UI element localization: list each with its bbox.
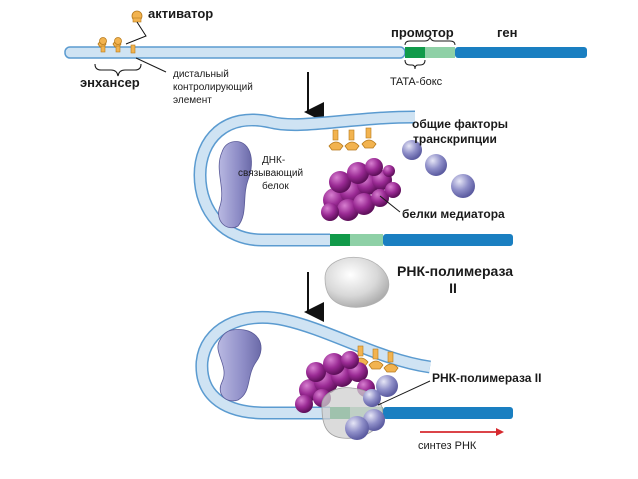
transcription-factor: [402, 140, 422, 160]
activator-icon: [328, 129, 344, 151]
activator-label: активатор: [148, 6, 213, 21]
enhancer-label: энхансер: [80, 75, 140, 90]
rna-synthesis-arrowhead: [496, 428, 504, 436]
distal-label-line2: контролирующий: [173, 82, 253, 93]
dna-binding-label-line3: белок: [262, 180, 289, 192]
gene-label: ген: [497, 25, 518, 40]
tata-label: TATA-бокс: [390, 76, 443, 88]
enhancer-activators: [97, 37, 136, 54]
distal-pointer-line: [135, 57, 167, 73]
mediator-label: белки медиатора: [402, 207, 505, 221]
transcription-factor: [376, 375, 398, 397]
general-transcription-factors: [402, 140, 475, 198]
dna-binding-protein: [217, 329, 262, 402]
activator-icon: [383, 351, 399, 373]
promoter-label: промотор: [391, 25, 454, 40]
transcription-factor: [451, 174, 475, 198]
transcription-factor: [425, 154, 447, 176]
transcription-complex: [321, 375, 398, 440]
activator-icon: [344, 129, 360, 151]
activator-icon: [368, 348, 384, 370]
mediator-complex: [321, 158, 401, 221]
rnap-pointer-line: [377, 380, 431, 406]
gtf-label-line1: общие факторы: [412, 117, 508, 131]
transcription-factor: [345, 416, 369, 440]
tata-box-segment: [405, 47, 425, 58]
activator-icon: [361, 127, 377, 149]
top-dna-strand: [64, 46, 587, 59]
free-activator: [131, 10, 143, 23]
mediator-pointer-line: [379, 195, 401, 213]
gtf-label-line2: транскрипции: [413, 132, 497, 146]
promoter-bracket: [404, 36, 456, 46]
dna-binding-label-line1: ДНК-: [262, 155, 285, 166]
gene-segment: [383, 407, 513, 419]
distal-label-line3: элемент: [173, 95, 212, 106]
rna-synthesis-label: синтез РНК: [418, 440, 477, 452]
rnap-label-line1: РНК-полимераза: [397, 263, 513, 279]
activator-binding-site: [130, 44, 136, 54]
enhancer-bracket: [94, 63, 142, 77]
dna-binding-label-line2: связывающий: [238, 168, 303, 179]
mediator-complex: [295, 351, 375, 413]
gene-segment: [455, 47, 587, 58]
loop-activators: [328, 127, 377, 151]
activator-icon: [97, 37, 107, 53]
promoter-segment: [425, 47, 455, 58]
activator-pointer-line: [125, 21, 147, 45]
tata-bracket: [404, 59, 426, 70]
middle-dna-loop: [193, 110, 513, 247]
tata-box-segment: [330, 234, 350, 246]
promoter-segment: [350, 234, 383, 246]
gene-segment: [383, 234, 513, 246]
activator-icon: [112, 37, 122, 53]
distal-label-line1: дистальный: [173, 69, 229, 80]
dna-binding-protein: [218, 141, 252, 229]
transcription-factor: [363, 389, 381, 407]
rnap-bound-label: РНК-полимераза II: [432, 371, 541, 385]
rnap-label-line2: II: [449, 280, 457, 296]
rna-polymerase-ii: [324, 256, 390, 308]
